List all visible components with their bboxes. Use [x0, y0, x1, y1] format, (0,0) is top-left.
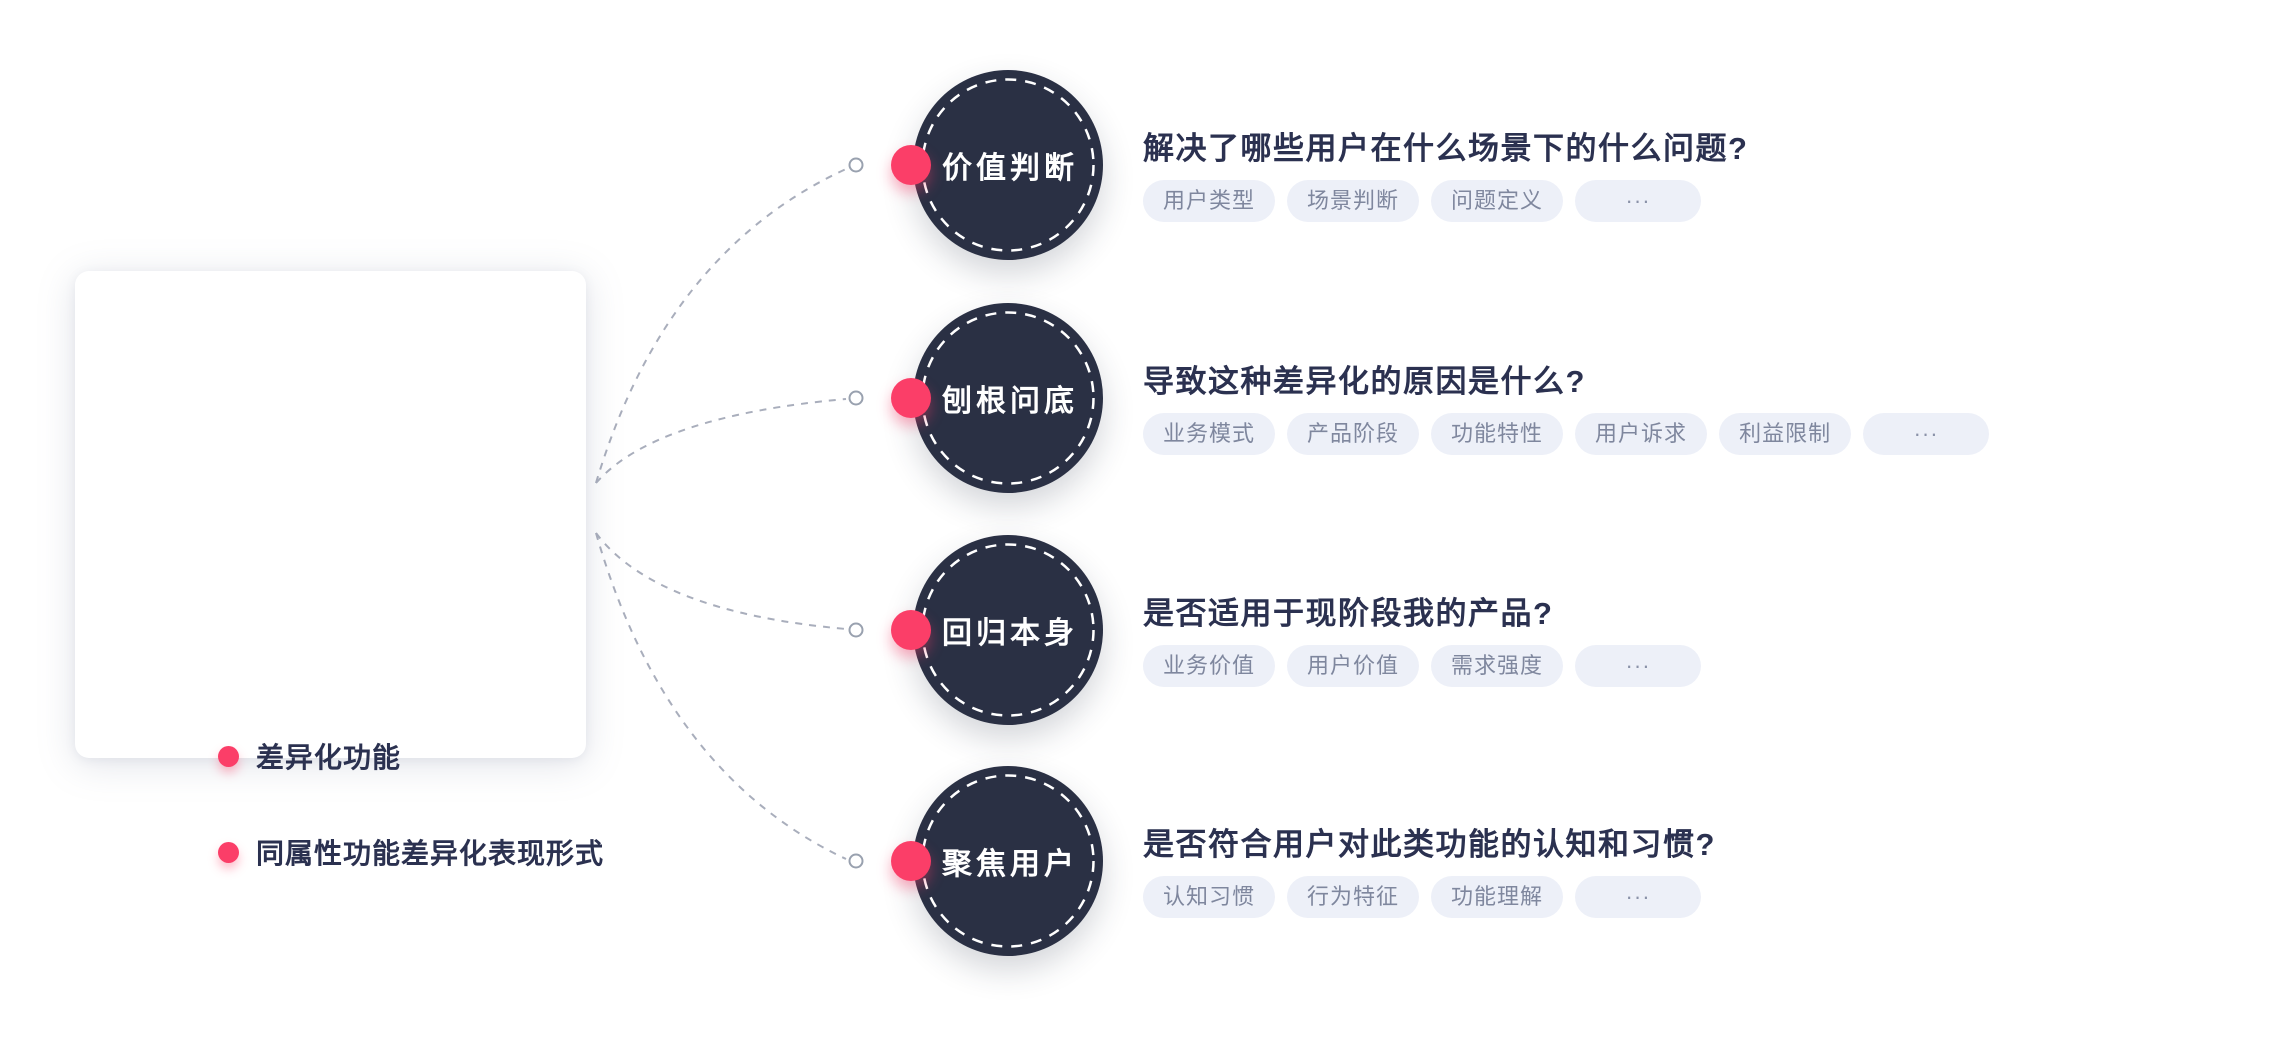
legend-item-label: 差异化功能: [256, 742, 402, 773]
connector-branch-1: [595, 168, 847, 484]
tag-pill-ellipsis: ···: [1863, 413, 1990, 455]
branch-question: 导致这种差异化的原因是什么?: [1143, 364, 1586, 399]
tag-pill: 用户价值: [1287, 645, 1420, 687]
node-anchor-dot: [891, 378, 931, 418]
tag-list: 业务模式 产品阶段 功能特性 用户诉求 利益限制 ···: [1143, 413, 1990, 455]
tag-pill: 场景判断: [1287, 180, 1420, 222]
tag-pill: 问题定义: [1431, 180, 1564, 222]
tag-pill: 利益限制: [1719, 413, 1852, 455]
legend-item: 同属性功能差异化表现形式: [218, 832, 604, 872]
tag-list: 用户类型 场景判断 问题定义 ···: [1143, 180, 1702, 222]
endpoint-dot-1: [848, 157, 864, 173]
tag-pill: 用户诉求: [1575, 413, 1708, 455]
tag-pill-ellipsis: ···: [1575, 645, 1702, 687]
tag-pill: 功能特性: [1431, 413, 1564, 455]
node-label: 刨根问底: [942, 385, 1078, 418]
node-circle: 聚焦用户: [913, 766, 1103, 956]
tag-pill: 业务价值: [1143, 645, 1276, 687]
node-circle: 回归本身: [913, 535, 1103, 725]
branch-question: 是否适用于现阶段我的产品?: [1143, 596, 1554, 631]
connector-branch-3: [595, 532, 847, 630]
tag-pill-ellipsis: ···: [1575, 876, 1702, 918]
branch-question: 解决了哪些用户在什么场景下的什么问题?: [1143, 131, 1749, 166]
connector-branch-4: [595, 532, 847, 860]
connector-branch-2: [595, 398, 847, 484]
node-label: 价值判断: [942, 152, 1078, 185]
tag-pill: 产品阶段: [1287, 413, 1420, 455]
node-anchor-dot: [891, 610, 931, 650]
node-label: 回归本身: [942, 617, 1078, 650]
branch-question: 是否符合用户对此类功能的认知和习惯?: [1143, 827, 1716, 862]
legend-card: 差异化功能 同属性功能差异化表现形式: [75, 271, 603, 869]
legend-item-label: 同属性功能差异化表现形式: [256, 838, 605, 869]
endpoint-dot-2: [848, 390, 864, 406]
tag-pill: 行为特征: [1287, 876, 1420, 918]
node-anchor-dot: [891, 145, 931, 185]
endpoint-dot-4: [848, 853, 864, 869]
tag-pill: 用户类型: [1143, 180, 1276, 222]
tag-pill: 业务模式: [1143, 413, 1276, 455]
bullet-dot-icon: [218, 841, 239, 863]
endpoint-dot-3: [848, 622, 864, 638]
tag-pill: 认知习惯: [1143, 876, 1276, 918]
tag-pill-ellipsis: ···: [1575, 180, 1702, 222]
tag-pill: 需求强度: [1431, 645, 1564, 687]
tag-list: 认知习惯 行为特征 功能理解 ···: [1143, 876, 1702, 918]
node-anchor-dot: [891, 841, 931, 881]
tag-pill: 功能理解: [1431, 876, 1564, 918]
tag-list: 业务价值 用户价值 需求强度 ···: [1143, 645, 1702, 687]
node-circle: 刨根问底: [913, 303, 1103, 493]
bullet-dot-icon: [218, 745, 239, 767]
legend-item: 差异化功能: [218, 736, 401, 776]
node-circle: 价值判断: [913, 70, 1103, 260]
node-label: 聚焦用户: [942, 848, 1078, 881]
